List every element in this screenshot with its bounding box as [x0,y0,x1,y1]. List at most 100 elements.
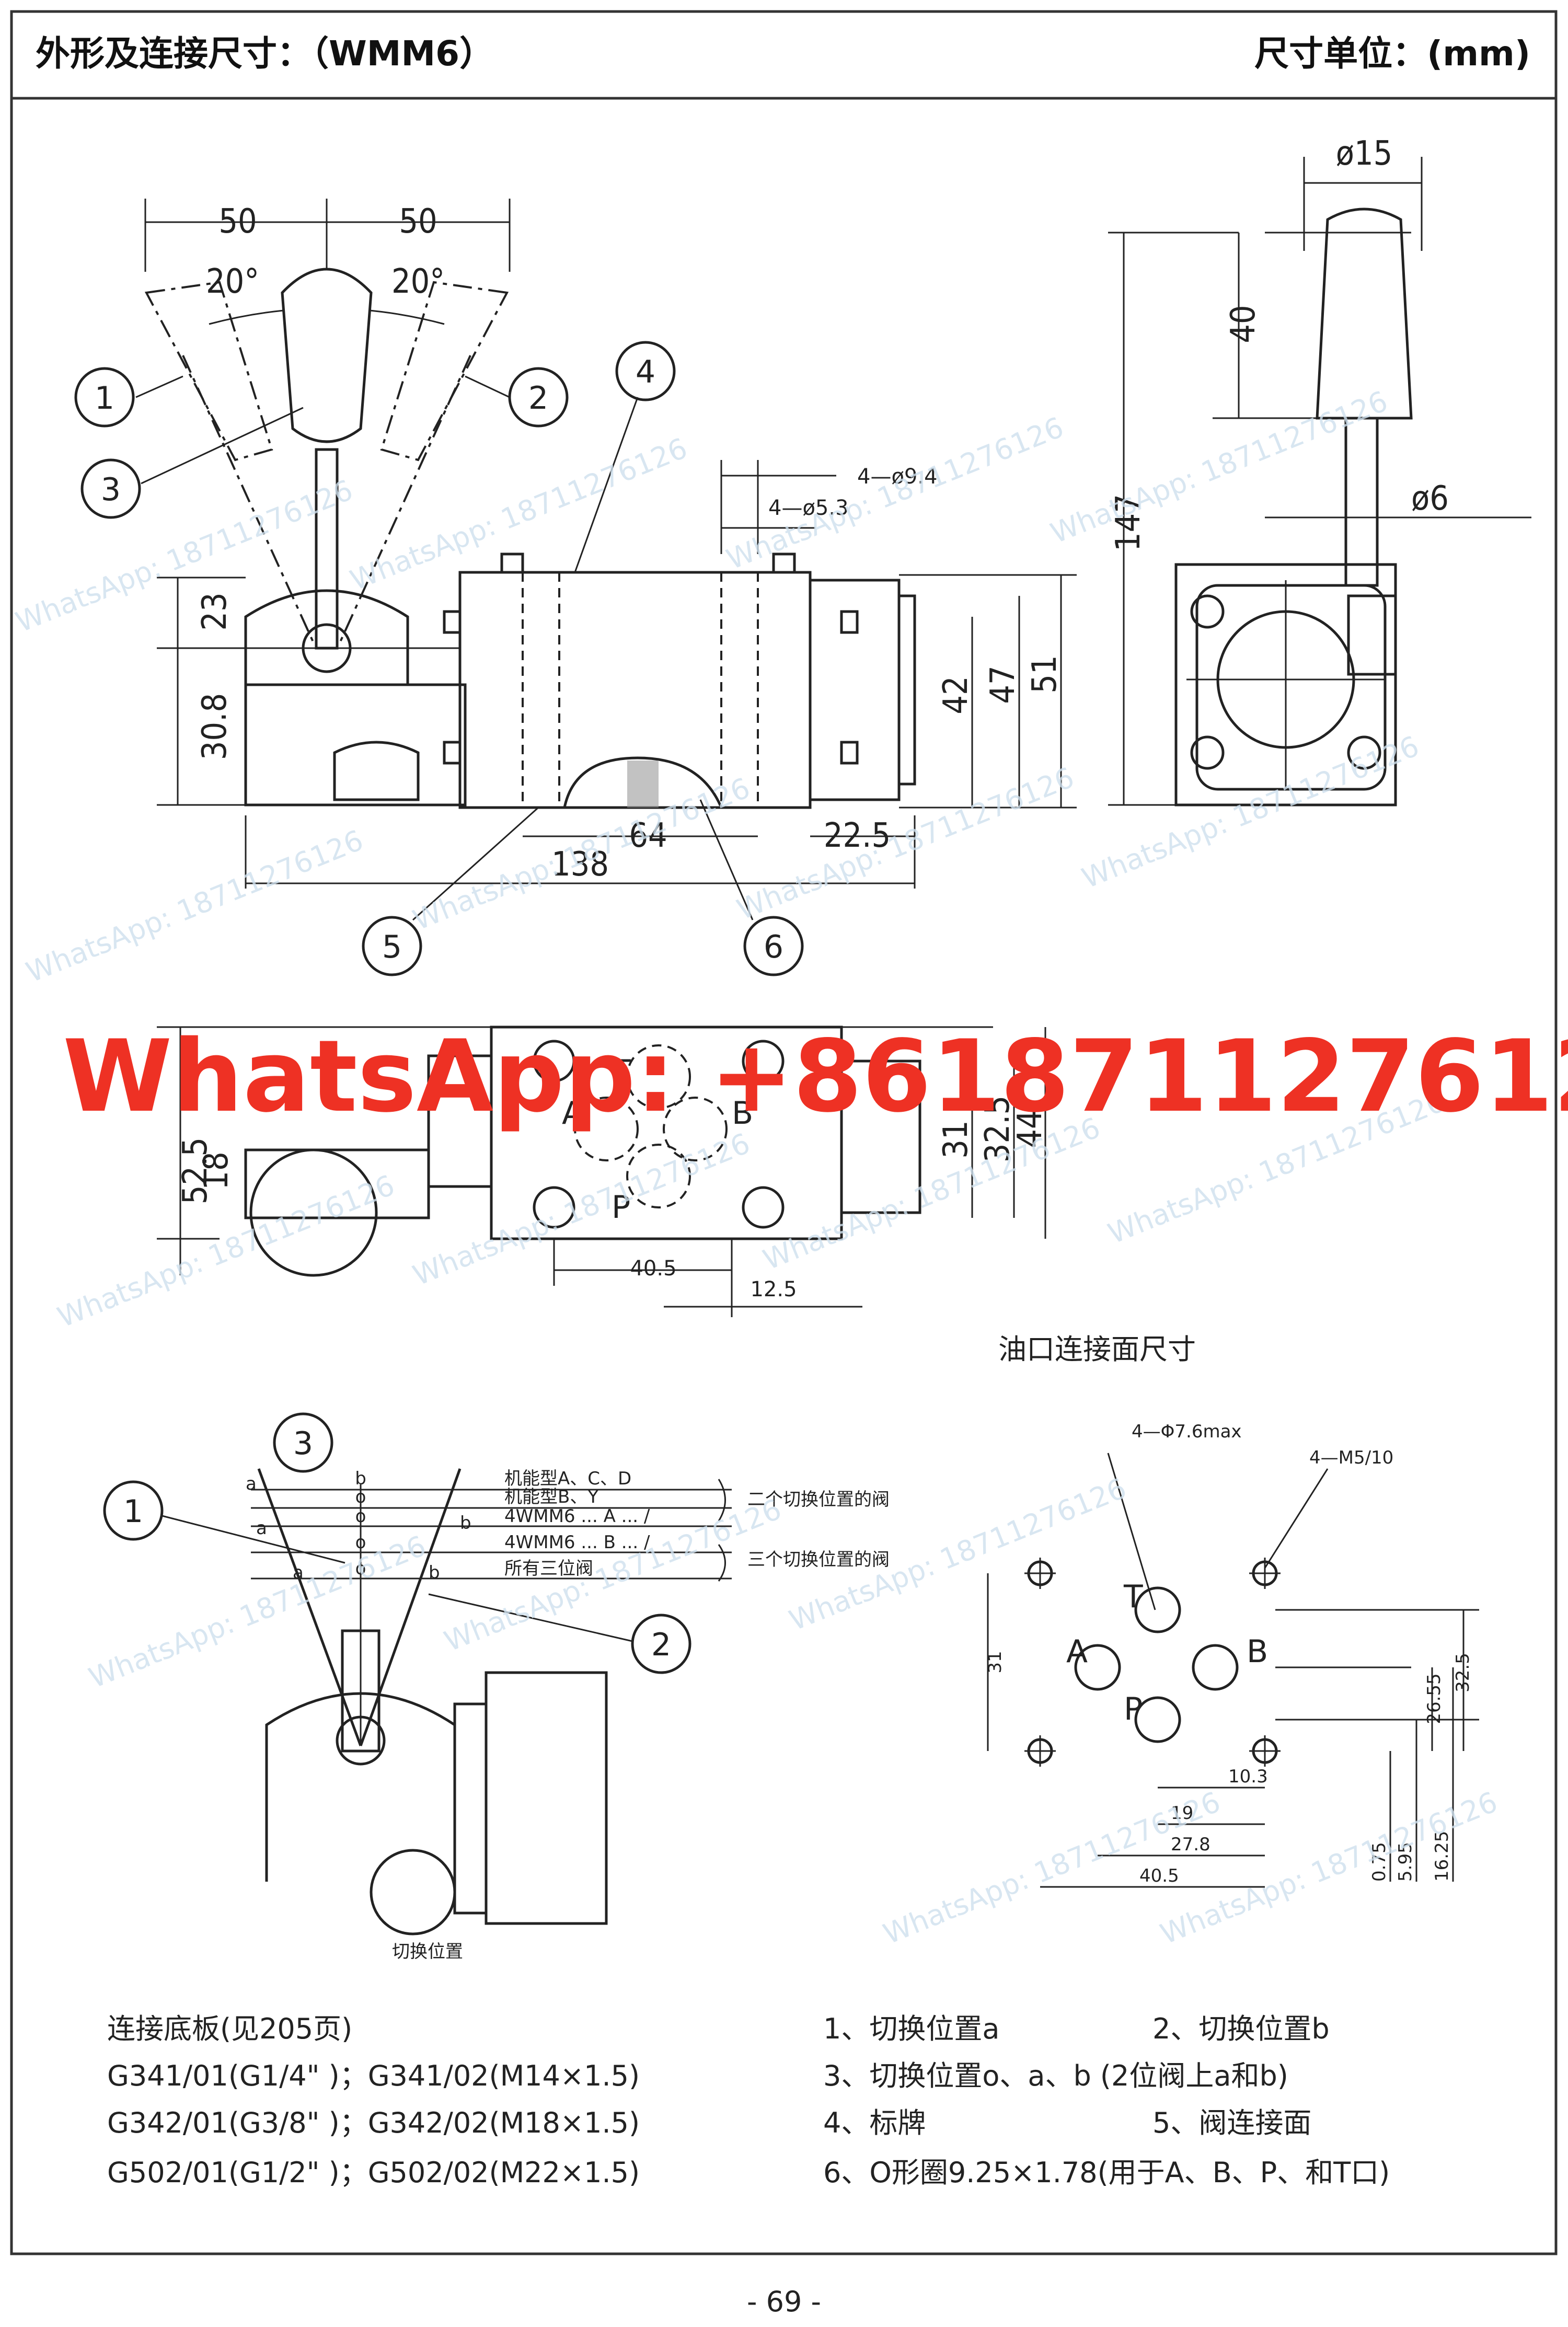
brace-three: 三个切换位置的阀 [747,1549,890,1570]
switch-row-2: 机能型B、Y [504,1487,598,1507]
face-port-p: P [1124,1691,1143,1727]
switch-caption: 切换位置 [392,1941,463,1962]
face-dim-26-55: 26.55 [1424,1673,1445,1724]
face-port-a: A [1066,1633,1088,1670]
dim-12-5: 12.5 [750,1277,797,1301]
dim-32-5: 32.5 [978,1096,1017,1162]
dim-51: 51 [1025,655,1064,693]
port-face-threads: 4—M5/10 [1309,1447,1393,1468]
face-dim-0-75: 0.75 [1369,1842,1390,1882]
switch-callout-2: 2 [651,1627,671,1663]
switch-a-2: a [256,1518,267,1539]
legend-2: 2、切换位置b [1152,2012,1330,2045]
face-dim-31: 31 [985,1651,1006,1673]
face-dim-27-8: 27.8 [1171,1834,1210,1855]
subplate-title: 连接底板(见205页) [107,2012,352,2045]
switch-row-3: 4WMM6 ... A ... / [504,1506,650,1527]
port-face: 油口连接面尺寸 4—Φ7.6max 4—M5/10 T A B P 31 26.… [985,1333,1479,1888]
page-number: - 69 - [747,2285,821,2318]
watermark-small: WhatsApp: 18711276126 [408,1127,754,1292]
face-port-t: T [1123,1579,1143,1615]
switch-letter-b: b [355,1468,366,1489]
callout-2: 2 [528,380,548,417]
holes-9-4: 4—ø9.4 [857,465,938,489]
legend-6: 6、O形圈9.25×1.78(用于A、B、P、和T口) [823,2156,1390,2189]
dim-30-8: 30.8 [195,693,234,760]
face-port-b: B [1247,1633,1268,1670]
top-port-b: B [732,1095,753,1132]
brace-two: 二个切换位置的阀 [747,1489,890,1510]
dim-40-5: 40.5 [630,1257,676,1281]
top-view: T A B P 52.5 18 31 32.5 44 40.5 12.5 [157,1026,1050,1317]
switch-letter-o3: o [355,1532,366,1553]
watermark-small: WhatsApp: 18711276126 [758,1111,1104,1276]
dim-147: 147 [1109,494,1148,551]
callout-4: 4 [636,354,655,390]
dim-42: 42 [937,676,975,714]
legend-3: 3、切换位置o、a、b (2位阀上a和b) [823,2059,1288,2092]
dim-138: 138 [551,845,609,884]
port-face-holes: 4—Φ7.6max [1132,1421,1242,1442]
top-port-t: T [611,1053,631,1090]
dim-23: 23 [195,592,234,630]
watermark-small: WhatsApp: 18711276126 [21,824,367,989]
dim-d6: ø6 [1411,479,1449,518]
switch-letter-o1: o [355,1487,366,1507]
switch-a-1: a [246,1473,257,1494]
side-view: 50 50 20° 20° [74,199,1077,976]
header-title: 外形及连接尺寸：（WMM6） [36,33,494,74]
dim-47: 47 [984,665,1022,704]
angle-left: 20° [206,262,259,301]
switch-row-1: 机能型A、C、D [504,1468,631,1489]
face-dim-5-95: 5.95 [1395,1842,1416,1882]
callout-5: 5 [382,929,402,965]
page-frame [10,10,1558,2255]
switch-row-4: 4WMM6 ... B ... / [504,1532,650,1553]
watermark-small: WhatsApp: 18711276126 [722,411,1068,576]
legend-5: 5、阀连接面 [1152,2106,1311,2139]
face-dim-32-5: 32.5 [1452,1653,1473,1692]
face-dim-16-25: 16.25 [1432,1831,1452,1882]
header-unit: 尺寸单位：(mm) [1254,33,1530,74]
dim-40: 40 [1224,305,1263,343]
face-dim-40-5: 40.5 [1139,1865,1179,1886]
watermark-small: WhatsApp: 18711276126 [1077,730,1423,895]
watermark-small: WhatsApp: 18711276126 [11,474,357,639]
port-face-title: 油口连接面尺寸 [998,1333,1196,1366]
dim-31: 31 [937,1120,975,1158]
subplate-line-2: G342/01(G3/8" )；G342/02(M18×1.5) [107,2106,640,2139]
face-dim-19: 19 [1171,1803,1193,1824]
subplate-line-3: G502/01(G1/2" )；G502/02(M22×1.5) [107,2156,640,2189]
dim-52-5: 52.5 [176,1137,215,1204]
watermark-small: WhatsApp: 18711276126 [732,761,1078,926]
switch-row-5: 所有三位阀 [504,1558,593,1579]
switch-b-1: b [460,1513,471,1534]
dim-22-5: 22.5 [824,816,891,855]
dim-left-50: 50 [218,202,257,241]
angle-right: 20° [391,262,445,301]
subplate-line-1: G341/01(G1/4" )；G341/02(M14×1.5) [107,2059,640,2092]
callout-3: 3 [101,471,121,508]
switch-letter-o4: o [355,1558,366,1579]
switch-callout-1: 1 [123,1493,143,1530]
legend-1: 1、切换位置a [823,2012,999,2045]
switch-callout-3: 3 [293,1425,313,1462]
dim-44: 44 [1011,1110,1050,1148]
notes: 连接底板(见205页) G341/01(G1/4" )；G341/02(M14×… [107,2012,1390,2189]
switch-a-3: a [293,1562,304,1583]
watermark-small: WhatsApp: 18711276126 [53,1169,399,1334]
switching-diagram: b o o o o 机能型A、C、D 机能型B、Y 4WMM6 ... A ..… [103,1412,890,1962]
top-port-a: A [562,1095,583,1132]
watermark-small: WhatsApp: 18711276126 [1046,385,1392,550]
switch-b-2: b [429,1562,440,1583]
dim-d15: ø15 [1336,134,1392,173]
top-port-p: P [612,1189,630,1226]
end-view: ø15 40 147 ø6 [1108,134,1531,807]
whatsapp-banner: WhatsApp: +8618711276126 [63,1019,1568,1134]
holes-5-3: 4—ø5.3 [768,496,849,520]
dim-right-50: 50 [399,202,437,241]
face-dim-10-3: 10.3 [1228,1766,1268,1787]
callout-6: 6 [764,929,783,965]
dim-18: 18 [197,1151,236,1190]
